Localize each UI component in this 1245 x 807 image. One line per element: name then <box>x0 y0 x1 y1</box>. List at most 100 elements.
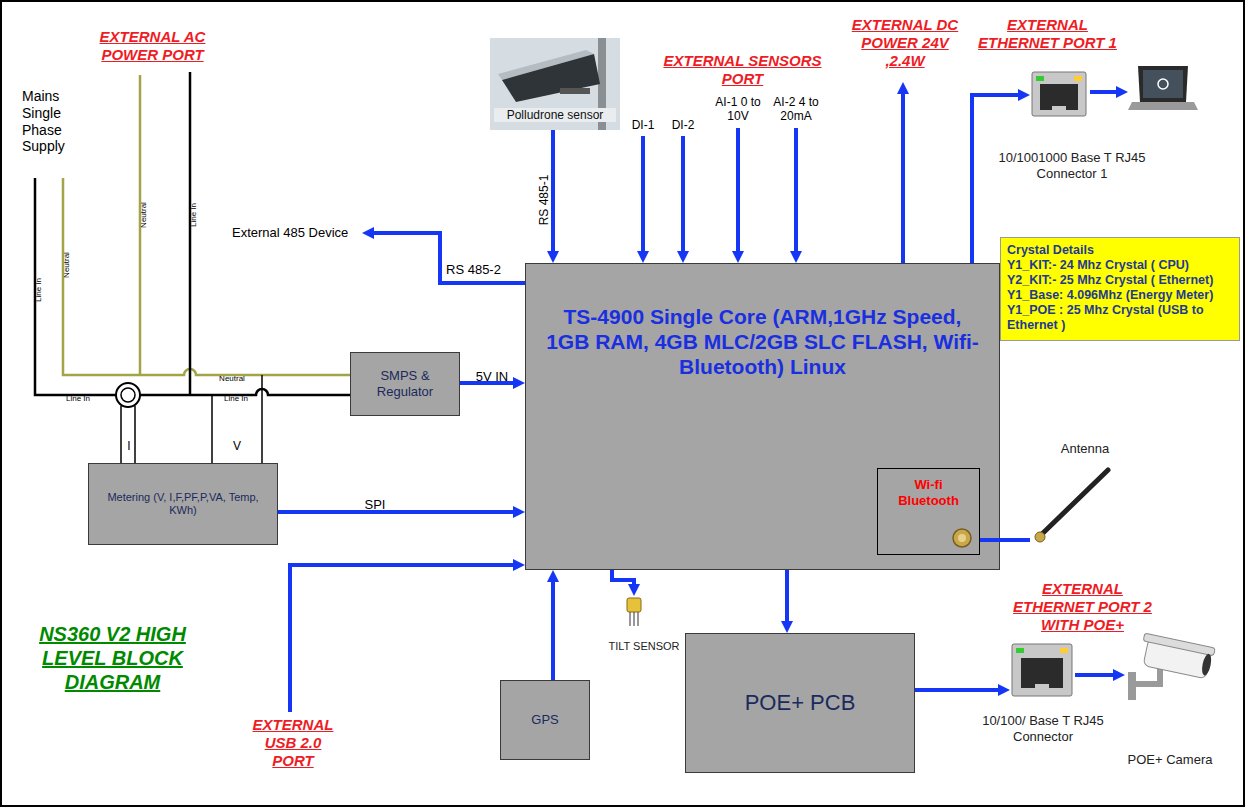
poe-camera: POE+ Camera <box>1125 640 1215 700</box>
bus-connector <box>278 510 513 514</box>
antenna-base <box>1035 532 1045 542</box>
neutral-wire <box>63 178 350 375</box>
processor-board-box: TS-4900 Single Core (ARM,1GHz Speed, 1GB… <box>525 263 1000 570</box>
box-text: Wi-fi Bluetooth <box>884 477 973 508</box>
current-sense-wire <box>134 406 136 463</box>
sensor-picture: Polludrone sensor <box>490 38 620 130</box>
rj45-port <box>1021 658 1063 688</box>
laptop-base <box>1128 102 1198 110</box>
label-slot: Mains Single Phase Supply <box>22 88 77 155</box>
picture-caption: 10/100/ Base T RJ45 Connector <box>973 713 1113 744</box>
signal-name: AI-2 4 to 20mA <box>765 95 827 124</box>
laptop-screen <box>1138 66 1188 102</box>
label-slot: AI-2 4 to 20mA <box>765 95 827 124</box>
label-slot: EXTERNAL ETHERNET PORT 2 WITH POE+ <box>1010 580 1155 634</box>
rj45-latch <box>1052 106 1066 110</box>
picture-caption: Antenna <box>1055 441 1115 457</box>
voltage-sense-wire <box>211 395 213 463</box>
laptop-logo <box>1158 79 1168 89</box>
camera-wall-plate <box>1128 672 1136 700</box>
tilt-sensor-body <box>627 598 641 612</box>
note-text: Y1_Base: 4.096Mhz (Energy Meter) <box>1007 288 1233 303</box>
label-slot: EXTERNAL SENSORS PORT <box>650 52 835 88</box>
caption-slot: 10/100/ Base T RJ45 Connector <box>973 713 1113 744</box>
wifi-chip-icon <box>953 529 971 547</box>
label-slot: RS 485-2 <box>446 262 516 278</box>
rs485-arrow <box>374 233 525 283</box>
signal-name: DI-1 <box>630 118 656 132</box>
picture-caption: 10/1001000 Base T RJ45 Connector 1 <box>986 150 1158 181</box>
crystal-note-box: Crystal DetailsY1_KIT:- 24 Mhz Crystal (… <box>1000 237 1240 341</box>
port-heading: EXTERNAL USB 2.0 PORT <box>243 716 343 770</box>
bus-connector <box>980 538 1030 542</box>
bus-connector <box>915 688 998 692</box>
antenna-rod <box>1042 470 1108 534</box>
rj45-led <box>1016 648 1024 653</box>
laptop-display <box>1143 70 1183 98</box>
tilt-sensor-leads <box>630 612 638 626</box>
rj45-led <box>1036 76 1044 81</box>
power-out-arrow <box>901 94 905 263</box>
rj45-connector: 10/100/ Base T RJ45 Connector <box>1010 640 1075 700</box>
bus-connector <box>612 570 634 584</box>
rj45-latch <box>1035 684 1049 688</box>
voltage-sense-wire <box>261 375 263 463</box>
label-slot: EXTERNAL USB 2.0 PORT <box>243 716 343 770</box>
rj45-connector: 10/1001000 Base T RJ45 Connector 1 <box>1030 68 1088 118</box>
camera-lens <box>1200 653 1212 676</box>
camera-hood <box>1143 633 1215 656</box>
port-heading: EXTERNAL AC POWER PORT <box>85 28 220 64</box>
caption-slot: POE+ Camera <box>1125 752 1215 768</box>
bus-connector <box>972 95 1018 263</box>
power-supply-box: SMPS & Regulator <box>350 352 460 416</box>
current-sense-wire <box>120 406 122 463</box>
input-arrow <box>736 128 740 251</box>
port-heading: EXTERNAL DC POWER 24V ,2.4W <box>845 16 965 70</box>
line-wire <box>140 389 350 395</box>
input-arrow <box>681 136 685 251</box>
sensor-bracket <box>560 88 590 94</box>
camera-body-group <box>1138 633 1215 679</box>
port-heading: EXTERNAL ETHERNET PORT 1 <box>975 16 1120 52</box>
bus-connector <box>1075 673 1113 677</box>
rj45-body <box>1012 644 1072 696</box>
note-text: Crystal Details <box>1007 243 1233 258</box>
label-slot: DI-1 <box>630 118 656 132</box>
box-text: POE+ PCB <box>692 690 908 716</box>
bus-connector <box>460 381 513 385</box>
note-text: Y1_KIT:- 24 Mhz Crystal ( CPU) <box>1007 258 1233 273</box>
input-arrow <box>641 136 645 251</box>
port-heading: EXTERNAL ETHERNET PORT 2 WITH POE+ <box>1010 580 1155 634</box>
bus-connector <box>551 582 555 680</box>
rj45-body <box>1032 72 1086 116</box>
port-heading: EXTERNAL SENSORS PORT <box>650 52 835 88</box>
label-slot: EXTERNAL AC POWER PORT <box>85 28 220 64</box>
sensor-housing <box>502 54 600 102</box>
label-slot: AI-1 0 to 10V <box>713 95 763 124</box>
antenna-picture: Antenna <box>1030 462 1115 545</box>
neutral-wire <box>139 75 142 375</box>
caption-slot: Polludrone sensor <box>494 108 616 122</box>
label-slot: External 485 Device <box>232 225 356 241</box>
box-text: TS-4900 Single Core (ARM,1GHz Speed, 1GB… <box>546 304 979 380</box>
diagram-title: NS360 V2 HIGH LEVEL BLOCK DIAGRAM <box>15 622 210 694</box>
bus-connector <box>785 570 789 621</box>
input-arrow <box>794 128 798 251</box>
rj45-led <box>1060 648 1068 653</box>
label-slot: EXTERNAL ETHERNET PORT 1 <box>975 16 1120 52</box>
rj45-port <box>1040 84 1078 110</box>
note-text: Y1_POE : 25 Mhz Crystal (USB to Ethernet… <box>1007 303 1233 333</box>
label-slot: DI-2 <box>670 118 696 132</box>
line-wire <box>35 178 116 395</box>
supply-label: Mains Single Phase Supply <box>22 88 77 155</box>
camera-mount <box>1136 668 1160 684</box>
box-text: GPS <box>507 712 583 728</box>
note-text: Y2_KIT:- 25 Mhz Crystal ( Ethernet) <box>1007 273 1233 288</box>
picture-caption: POE+ Camera <box>1125 752 1215 768</box>
current-transformer <box>121 388 135 402</box>
